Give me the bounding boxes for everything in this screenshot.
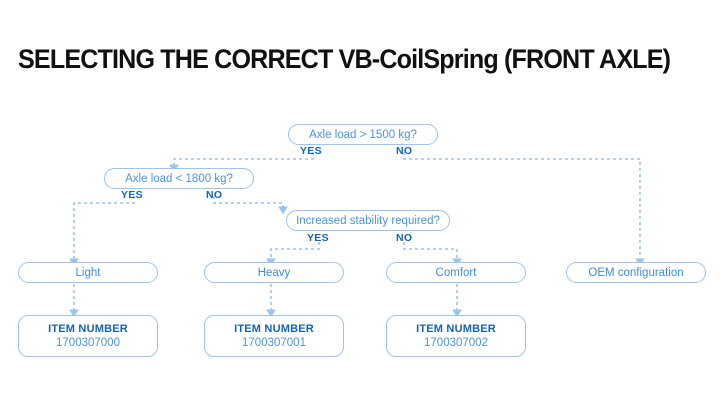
outcome-light-label: Light	[75, 266, 101, 279]
outcome-light[interactable]: Light	[18, 262, 158, 283]
outcome-comfort-label: Comfort	[435, 266, 477, 279]
outcome-oem-configuration-label: OEM configuration	[588, 266, 684, 279]
edge-d2-yes	[69, 196, 135, 267]
edge-d3-no	[403, 242, 462, 267]
branch-label-d3-no: NO	[396, 232, 413, 244]
item-number-light-title: ITEM NUMBER	[48, 323, 128, 335]
edge-d2-no	[213, 196, 288, 215]
item-number-comfort-value: 1700307002	[424, 337, 488, 349]
decision-axle-load-1500-label: Axle load > 1500 kg?	[309, 128, 417, 141]
branch-label-d1-yes: YES	[300, 145, 322, 157]
item-number-heavy-value: 1700307001	[242, 337, 306, 349]
decision-axle-load-1800-label: Axle load < 1800 kg?	[125, 172, 233, 185]
outcome-heavy[interactable]: Heavy	[204, 262, 344, 283]
decision-increased-stability-label: Increased stability required?	[296, 214, 440, 227]
item-number-heavy-title: ITEM NUMBER	[234, 323, 314, 335]
page-title: SELECTING THE CORRECT VB-CoilSpring (FRO…	[18, 44, 671, 74]
item-number-light-value: 1700307000	[56, 337, 120, 349]
decision-axle-load-1500[interactable]: Axle load > 1500 kg?	[288, 124, 438, 145]
branch-label-d3-yes: YES	[307, 232, 329, 244]
decision-axle-load-1800[interactable]: Axle load < 1800 kg?	[104, 168, 254, 189]
outcome-oem-configuration[interactable]: OEM configuration	[566, 262, 706, 283]
item-number-heavy[interactable]: ITEM NUMBER 1700307001	[204, 315, 344, 357]
item-number-light[interactable]: ITEM NUMBER 1700307000	[18, 315, 158, 357]
branch-label-d1-no: NO	[396, 145, 413, 157]
outcome-heavy-label: Heavy	[257, 266, 291, 279]
branch-label-d2-no: NO	[206, 189, 223, 201]
outcome-comfort[interactable]: Comfort	[386, 262, 526, 283]
decision-increased-stability[interactable]: Increased stability required?	[286, 210, 450, 231]
edge-d1-no	[403, 152, 645, 267]
edge-d3-yes	[266, 242, 320, 267]
branch-label-d2-yes: YES	[121, 189, 143, 201]
item-number-comfort[interactable]: ITEM NUMBER 1700307002	[386, 315, 526, 357]
edge-d1-yes	[169, 152, 314, 173]
item-number-comfort-title: ITEM NUMBER	[416, 323, 496, 335]
